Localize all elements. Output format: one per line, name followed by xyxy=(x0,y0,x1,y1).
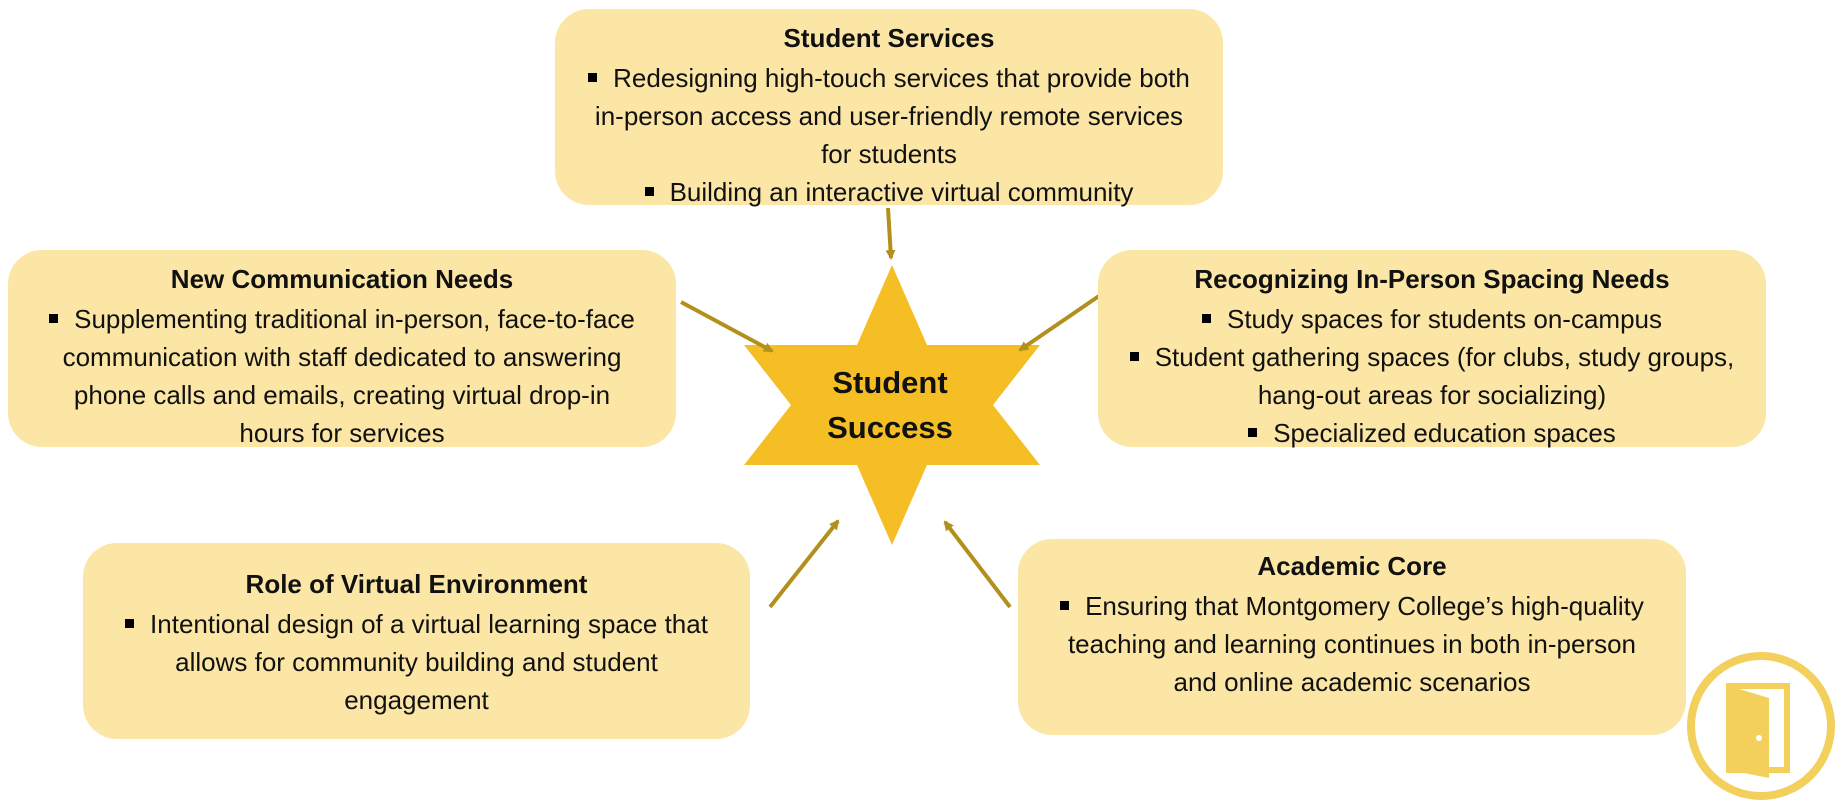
virtual-environment-title: Role of Virtual Environment xyxy=(245,569,588,599)
arrow-from-academic xyxy=(943,520,1012,609)
academic-core-box: Academic Core Ensuring that Montgomery C… xyxy=(1018,539,1686,735)
in-person-spacing-list: Study spaces for students on-campus Stud… xyxy=(1128,300,1736,452)
student-services-box: Student Services Redesigning high-touch … xyxy=(555,9,1223,207)
door-icon xyxy=(1687,652,1835,800)
in-person-spacing-bullet: Student gathering spaces (for clubs, stu… xyxy=(1128,338,1736,414)
center-label-line-2: Success xyxy=(827,410,953,445)
in-person-spacing-bullet: Specialized education spaces xyxy=(1128,414,1736,452)
student-services-bullet: Redesigning high-touch services that pro… xyxy=(585,59,1193,173)
academic-core-title: Academic Core xyxy=(1257,551,1447,581)
virtual-environment-box: Role of Virtual Environment Intentional … xyxy=(83,543,750,739)
new-communication-bullet: Supplementing traditional in-person, fac… xyxy=(38,300,646,452)
student-services-bullet: Building an interactive virtual communit… xyxy=(585,173,1193,211)
arrow-from-virtual xyxy=(768,519,840,609)
in-person-spacing-box: Recognizing In-Person Spacing Needs Stud… xyxy=(1098,250,1766,448)
virtual-environment-bullet: Intentional design of a virtual learning… xyxy=(113,605,720,719)
new-communication-title: New Communication Needs xyxy=(170,264,514,294)
student-services-list: Redesigning high-touch services that pro… xyxy=(585,59,1193,211)
center-label-line-1: Student xyxy=(832,365,948,400)
arrow-from-student-services xyxy=(885,207,896,260)
in-person-spacing-title: Recognizing In-Person Spacing Needs xyxy=(1194,264,1670,294)
center-label: Student Success xyxy=(745,360,1035,450)
new-communication-box: New Communication Needs Supplementing tr… xyxy=(8,250,676,448)
virtual-environment-list: Intentional design of a virtual learning… xyxy=(113,605,720,719)
academic-core-list: Ensuring that Montgomery College’s high-… xyxy=(1048,587,1656,701)
new-communication-list: Supplementing traditional in-person, fac… xyxy=(38,300,646,452)
student-services-title: Student Services xyxy=(783,23,995,53)
arrow-from-communication xyxy=(680,300,774,353)
arrow-from-spacing xyxy=(1018,294,1101,352)
academic-core-bullet: Ensuring that Montgomery College’s high-… xyxy=(1048,587,1656,701)
in-person-spacing-bullet: Study spaces for students on-campus xyxy=(1128,300,1736,338)
center-star xyxy=(744,265,1040,545)
